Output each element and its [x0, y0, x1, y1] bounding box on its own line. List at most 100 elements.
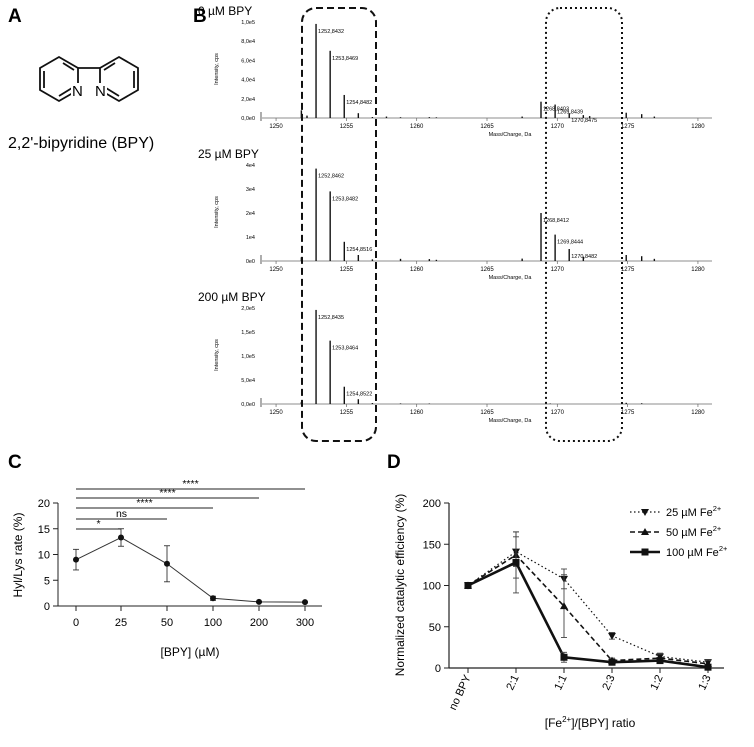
y-tick-label: 1,0e5 — [241, 354, 255, 360]
x-tick-label: no BPY — [447, 673, 474, 712]
y-tick-label: 150 — [423, 539, 441, 551]
highlight-box-1268 — [545, 7, 623, 442]
x-tick-label: 1275 — [621, 124, 635, 130]
data-point-square — [704, 663, 712, 671]
data-point — [256, 598, 262, 605]
y-tick-label: 10 — [38, 550, 50, 562]
data-point — [302, 599, 308, 606]
x-tick-label: 50 — [161, 617, 173, 629]
x-tick-label: 1250 — [269, 124, 283, 130]
data-point-triangle-down — [641, 509, 649, 516]
y-tick-label: 200 — [423, 498, 441, 510]
panel-letter-d: D — [387, 452, 401, 473]
x-tick-label: 1270 — [551, 410, 565, 416]
y-tick-label: 3e4 — [246, 187, 255, 193]
significance-label: **** — [159, 487, 175, 499]
x-tick-label: 1255 — [340, 124, 354, 130]
x-tick-label: 1265 — [480, 267, 494, 273]
x-tick-label: 1275 — [621, 410, 635, 416]
peak-label: 1268,8403 — [543, 107, 569, 113]
y-tick-label: 2,0e4 — [241, 97, 255, 103]
x-axis-label: [Fe2+]/[BPY] ratio — [545, 715, 636, 730]
compound-name: 2,2'-bipyridine (BPY) — [8, 135, 154, 152]
significance-label: * — [96, 518, 100, 530]
legend-label-sup: 2+ — [713, 524, 722, 533]
y-tick-label: 0,0e0 — [241, 116, 255, 122]
legend-label: 25 µM Fe2+ — [666, 504, 722, 519]
x-tick-label: 1270 — [551, 124, 565, 130]
y-tick-label: 50 — [429, 622, 441, 634]
x-tick-label: 1280 — [691, 267, 705, 273]
spectrum-2: 200 µM BPY0,0e05,0e41,0e51,5e52,0e5Inten… — [198, 290, 712, 424]
spectrum-title: 200 µM BPY — [198, 290, 266, 304]
legend-label-name: 50 µM Fe — [666, 527, 713, 539]
data-point — [210, 595, 216, 602]
y-axis-label: Intensity, cps — [214, 53, 220, 85]
panel-letter-c: C — [8, 452, 22, 473]
data-point-square — [656, 657, 664, 665]
x-tick-label: 1265 — [480, 124, 494, 130]
peak-label: 1268,8412 — [543, 218, 569, 224]
x-tick-label: 1275 — [621, 267, 635, 273]
x-tick-label: 2:3 — [600, 673, 617, 692]
double-bond-r1 — [103, 62, 116, 71]
peak-label: 1269,8444 — [557, 240, 583, 246]
y-axis-label: Hyl/Lys rate (%) — [11, 513, 25, 598]
x-tick-label: 200 — [250, 617, 268, 629]
x-axis-label-sup: 2+ — [562, 715, 571, 724]
highlight-box-1252 — [301, 7, 377, 442]
peak-label: 1254,8522 — [346, 392, 372, 398]
x-tick-label: 1:1 — [552, 673, 569, 692]
series-line — [467, 550, 709, 663]
x-tick-label: 1:2 — [648, 673, 665, 692]
y-tick-label: 1,0e5 — [241, 20, 255, 26]
x-axis-label: Mass/Charge, Da — [489, 275, 533, 281]
nitrogen-label-left: N — [72, 83, 83, 100]
data-point-square — [641, 548, 649, 556]
y-tick-label: 20 — [38, 498, 50, 510]
data-point-triangle-down — [608, 632, 616, 640]
x-tick-label: 1255 — [340, 267, 354, 273]
data-line — [75, 536, 306, 603]
data-point — [118, 534, 124, 541]
peak-label: 1253,8482 — [332, 196, 358, 202]
double-bond-r3 — [105, 87, 120, 97]
double-bond-l3 — [58, 87, 73, 97]
data-point — [164, 560, 170, 567]
bpy-structure — [39, 55, 139, 103]
mass-spectra-group: 0 µM BPY0,0e02,0e44,0e46,0e48,0e41,0e5In… — [198, 4, 712, 442]
panel-letter-b: B — [193, 6, 207, 27]
legend-label-name: 100 µM Fe — [666, 547, 719, 559]
legend-label-sup: 2+ — [719, 544, 728, 553]
peak-label: 1270,8475 — [571, 118, 597, 124]
x-tick-label: 1280 — [691, 124, 705, 130]
significance-label: **** — [136, 497, 152, 509]
x-tick-label: 100 — [204, 617, 222, 629]
series-line — [467, 553, 709, 665]
series-2 — [464, 531, 712, 671]
x-tick-label: 1260 — [410, 267, 424, 273]
x-axis-label: Mass/Charge, Da — [489, 418, 533, 424]
data-point-square — [512, 558, 520, 566]
y-axis-label: Intensity, cps — [214, 196, 220, 228]
y-tick-label: 4,0e4 — [241, 78, 255, 84]
x-tick-label: 1250 — [269, 267, 283, 273]
peak-label: 1252,8432 — [318, 29, 344, 35]
x-tick-label: 300 — [296, 617, 314, 629]
x-tick-label: 0 — [73, 617, 79, 629]
y-tick-label: 15 — [38, 524, 50, 536]
significance-label: **** — [182, 478, 198, 490]
y-tick-label: 8,0e4 — [241, 39, 255, 45]
double-bond-l1 — [62, 62, 75, 71]
y-axis-label: Normalized catalytic efficiency (%) — [393, 494, 407, 677]
legend-label-name: 25 µM Fe — [666, 507, 713, 519]
y-tick-label: 2e4 — [246, 211, 255, 217]
data-point — [73, 556, 79, 563]
data-point-triangle-up — [560, 602, 568, 610]
y-tick-label: 0e0 — [246, 259, 255, 265]
peak-label: 1254,8516 — [346, 247, 372, 253]
